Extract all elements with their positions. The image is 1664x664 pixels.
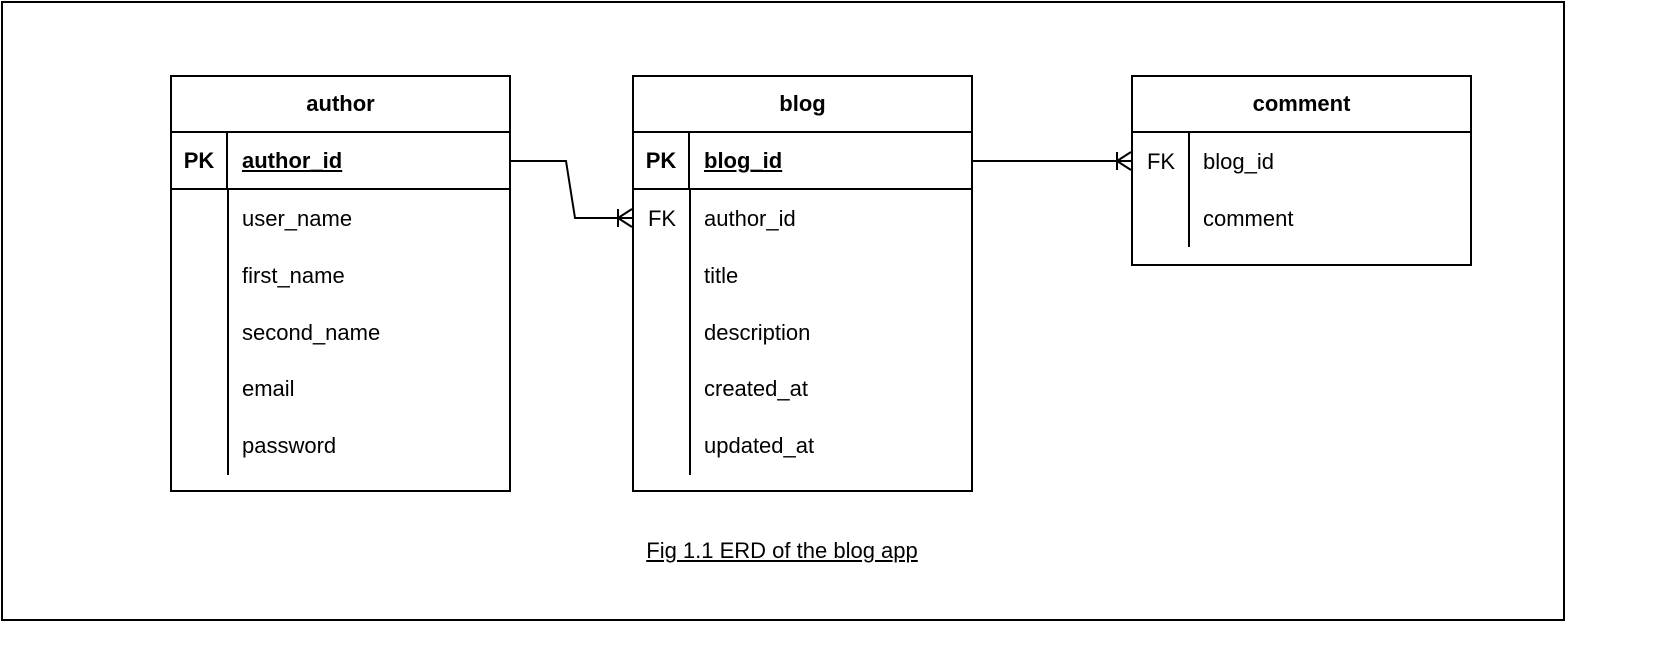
field-name: updated_at <box>704 433 815 458</box>
pk-label: PK <box>172 133 228 188</box>
field-name: second_name <box>242 320 381 345</box>
field-row: second_name <box>172 304 509 361</box>
column-divider <box>689 190 691 475</box>
field-row: updated_at <box>634 417 971 474</box>
field-row: title <box>634 247 971 304</box>
relationship-blog-comment <box>973 151 1132 171</box>
entity-blog: blog PK blog_id FK author_id title descr… <box>632 75 973 492</box>
entity-author: author PK author_id user_name first_name… <box>170 75 511 492</box>
connector-line <box>511 160 632 219</box>
field-name: created_at <box>704 376 808 401</box>
crowfoot-prong <box>1116 151 1132 162</box>
column-divider <box>227 190 229 475</box>
field-name: email <box>242 376 295 401</box>
field-row: email <box>172 360 509 417</box>
field-name: first_name <box>242 263 345 288</box>
field-name: user_name <box>242 206 353 231</box>
primary-key-row: PK blog_id <box>634 133 971 190</box>
field-row: created_at <box>634 360 971 417</box>
field-name: blog_id <box>1203 149 1274 174</box>
field-row: password <box>172 417 509 474</box>
crowfoot-prong <box>617 217 633 228</box>
field-name: author_id <box>704 206 796 231</box>
figure-caption: Fig 1.1 ERD of the blog app <box>646 538 918 563</box>
field-row: FK author_id <box>634 190 971 247</box>
field-row: comment <box>1133 190 1470 247</box>
key-label: FK <box>647 206 677 231</box>
pk-label: PK <box>634 133 690 188</box>
field-name: title <box>704 263 739 288</box>
column-divider <box>1188 133 1190 247</box>
field-row: user_name <box>172 190 509 247</box>
field-row: FK blog_id <box>1133 133 1470 190</box>
entity-title: author <box>172 77 509 133</box>
crowfoot-prong <box>617 208 633 219</box>
entity-title: comment <box>1133 77 1470 133</box>
field-name: comment <box>1203 206 1294 231</box>
field-row: first_name <box>172 247 509 304</box>
field-name: password <box>242 433 337 458</box>
entity-comment: comment FK blog_id comment <box>1131 75 1472 266</box>
crowfoot-prong <box>1116 160 1132 171</box>
diagram-frame <box>1 1 1565 621</box>
key-label: FK <box>1146 149 1176 174</box>
pk-field-name: author_id <box>242 148 343 173</box>
field-row: description <box>634 304 971 361</box>
entity-title: blog <box>634 77 971 133</box>
pk-field-name: blog_id <box>704 148 783 173</box>
relationship-author-blog <box>511 160 633 228</box>
primary-key-row: PK author_id <box>172 133 509 190</box>
field-name: description <box>704 320 811 345</box>
